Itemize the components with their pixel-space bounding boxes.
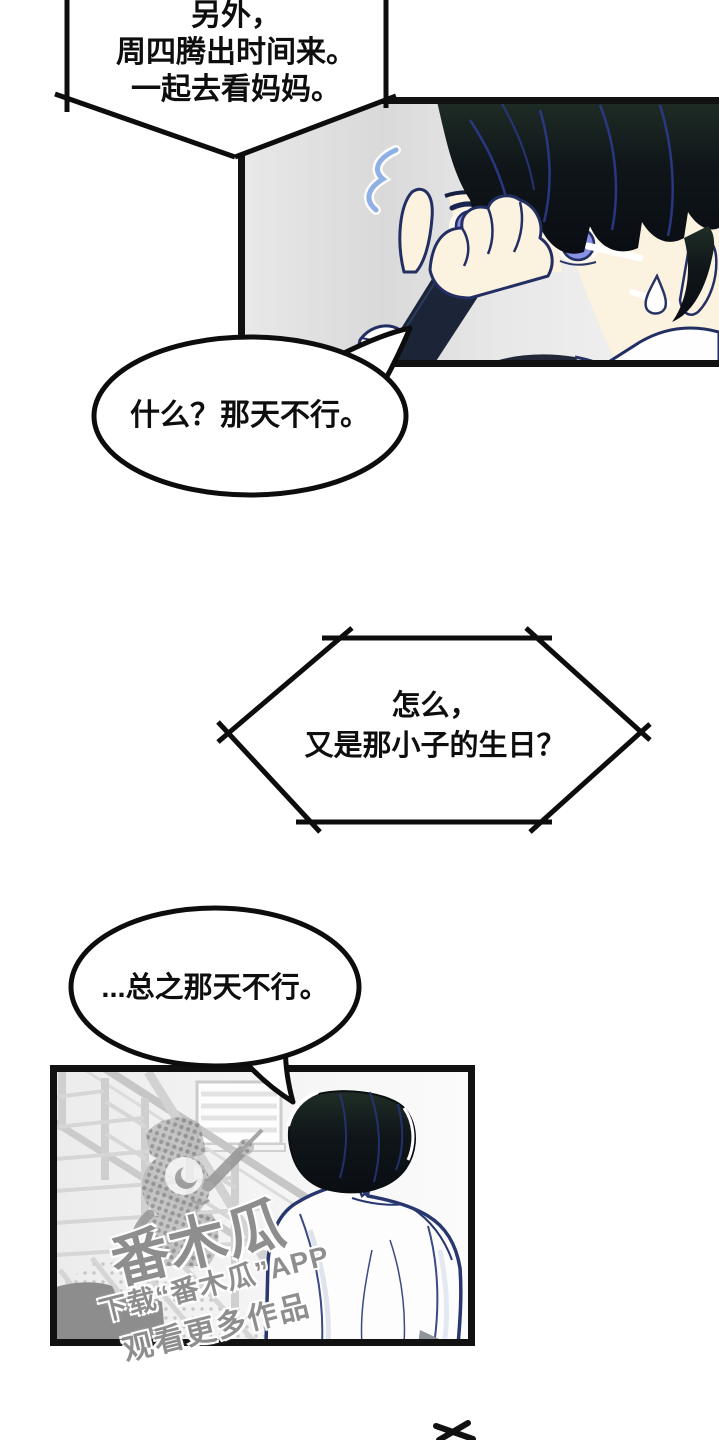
phone-bubble-mid-line2: 又是那小子的生日？ xyxy=(304,730,566,762)
sweat-drop xyxy=(644,273,668,315)
phone-bubble-top-line3: 一起去看妈妈。 xyxy=(131,73,341,106)
phone-bubble-mid-line1: 怎么， xyxy=(391,690,479,722)
reply-what-text: 什么？那天不行。 xyxy=(130,399,370,432)
crossed-corner-mark xyxy=(433,1420,476,1440)
dark-object xyxy=(57,1282,166,1339)
panel-stairs xyxy=(50,1065,475,1346)
speech-bubble-phone-top xyxy=(54,0,397,160)
character-back-view xyxy=(264,1090,463,1339)
speech-bubble-reply-what xyxy=(91,325,413,498)
watermark-mascot xyxy=(120,1117,264,1267)
reply-refuse-text: ...总之那天不行。 xyxy=(101,972,329,1004)
window-blinds xyxy=(192,1080,286,1152)
speech-bubble-phone-mid xyxy=(216,626,652,834)
speech-bubble-reply-refuse xyxy=(68,905,362,1105)
panel-phone-call xyxy=(238,97,719,370)
phone-bubble-top-text: 另外， 周四腾出时间来。 一起去看妈妈。 xyxy=(60,0,412,108)
phone-bubble-top-line2: 周四腾出时间来。 xyxy=(116,36,356,69)
startle-mark xyxy=(364,145,401,215)
phone-bubble-top-line1: 另外， xyxy=(191,0,281,32)
phone-bubble-mid-text: 怎么， 又是那小子的生日？ xyxy=(263,686,607,766)
